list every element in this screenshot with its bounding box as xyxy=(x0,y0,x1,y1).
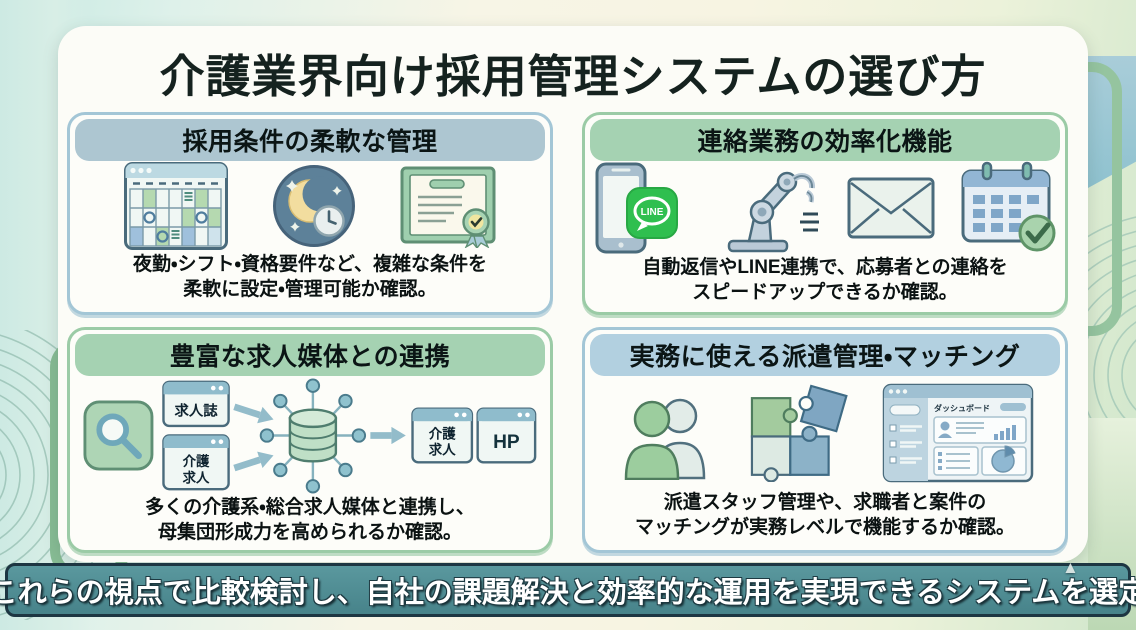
svg-text:求人: 求人 xyxy=(428,442,455,458)
card-description: 夜勤・シフト・資格要件など、複雑な条件を 柔軟に設定・管理可能か確認。 xyxy=(133,253,487,300)
page-title: 介護業界向け採用管理システムの選び方 xyxy=(159,51,987,102)
dashboard-window-icon: ダッシュボード xyxy=(882,383,1034,483)
certificate-icon xyxy=(400,166,496,249)
job-magazine-window-icon: 求人誌 xyxy=(161,380,230,428)
card-job-media-integration: 豊富な求人媒体との連携 求人誌 xyxy=(67,327,553,553)
puzzle-pieces-icon xyxy=(750,384,848,482)
database-hub-icon xyxy=(259,378,366,494)
svg-text:求人: 求人 xyxy=(182,469,209,485)
two-people-icon xyxy=(624,398,706,480)
card-flexible-conditions: 採用条件の柔軟な管理 xyxy=(67,112,553,315)
envelope-icon xyxy=(847,177,935,239)
card-header: 豊富な求人媒体との連携 xyxy=(75,334,545,376)
night-shift-moon-clock-icon xyxy=(273,165,355,248)
card-description: 多くの介護系・総合求人媒体と連携し、 母集団形成力を高められるか確認。 xyxy=(145,497,475,544)
homepage-window-icon: HP xyxy=(475,407,536,464)
svg-text:介護: 介護 xyxy=(428,425,455,441)
media-integration-flow: 求人誌 介護 求人 xyxy=(82,378,536,494)
shift-calendar-icon xyxy=(124,162,228,251)
arrow-right-icon xyxy=(369,426,406,445)
card-header: 実務に使える派遣管理・マッチング xyxy=(590,334,1060,376)
card-dispatch-matching: 実務に使える派遣管理・マッチング xyxy=(582,327,1068,553)
scroll-up-arrow-icon: ▲ xyxy=(1062,558,1079,577)
card-description: 自動返信やLINE連携で、応募者との連絡を スピードアップできるか確認。 xyxy=(642,257,1008,304)
icon-row xyxy=(70,161,550,252)
icon-row: 求人誌 介護 求人 xyxy=(70,376,550,495)
card-header: 採用条件の柔軟な管理 xyxy=(75,119,545,161)
phone-line-app-icon: LINE xyxy=(595,162,678,254)
card-description: 派遣スタッフ管理や、求職者と案件の マッチングが実務レベルで機能するか確認。 xyxy=(634,491,1015,538)
dashboard-title-label: ダッシュボード xyxy=(934,403,990,413)
banner-text: これらの視点で比較検討し、自社の課題解決と効率的な運用を実現できるシステムを選定 xyxy=(0,577,1136,609)
line-label: LINE xyxy=(641,207,664,218)
care-job-dest-window-icon: 介護 求人 xyxy=(410,407,473,464)
search-icon xyxy=(82,400,153,471)
job-magazine-label: 求人誌 xyxy=(174,401,218,419)
icon-row: ダッシュボード xyxy=(585,376,1065,490)
svg-text:HP: HP xyxy=(493,432,520,453)
bottom-banner: これらの視点で比較検討し、自社の課題解決と効率的な運用を実現できるシステムを選定 xyxy=(0,563,1136,617)
care-job-source-window-icon: 介護 求人 xyxy=(161,434,230,491)
robot-arm-icon xyxy=(727,171,819,253)
icon-row: LINE xyxy=(585,161,1065,255)
svg-text:介護: 介護 xyxy=(182,453,209,469)
card-header: 連絡業務の効率化機能 xyxy=(590,119,1060,161)
arrow-right-icon xyxy=(232,403,274,424)
card-communication-efficiency: 連絡業務の効率化機能 LINE xyxy=(582,112,1068,315)
calendar-check-icon xyxy=(961,161,1056,252)
arrow-right-icon xyxy=(232,451,274,472)
